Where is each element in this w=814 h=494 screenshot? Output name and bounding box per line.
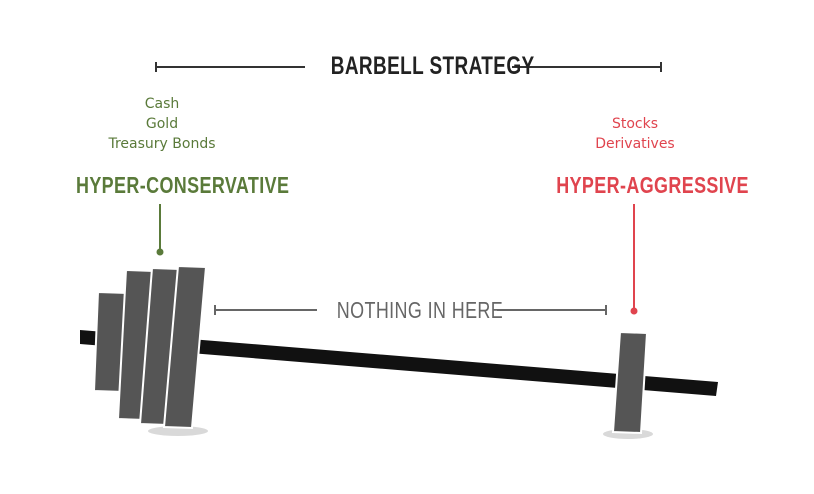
left-asset-item: Gold — [82, 114, 242, 134]
left-asset-item: Treasury Bonds — [82, 134, 242, 154]
right-weight-plate — [613, 332, 647, 433]
left-weight-plates — [94, 266, 206, 428]
left-asset-list: Cash Gold Treasury Bonds — [82, 94, 242, 154]
right-heading: HYPER-AGGRESSIVE — [556, 172, 714, 199]
right-asset-item: Stocks — [555, 114, 715, 134]
left-pointer — [157, 204, 164, 256]
right-pointer-dot — [631, 308, 638, 315]
middle-label: NOTHING IN HERE — [337, 297, 477, 324]
left-heading: HYPER-CONSERVATIVE — [76, 172, 246, 199]
diagram-title: BARBELL STRATEGY — [331, 52, 488, 81]
right-pointer — [631, 204, 638, 315]
right-asset-list: Stocks Derivatives — [555, 114, 715, 154]
left-asset-item: Cash — [82, 94, 242, 114]
right-asset-item: Derivatives — [555, 134, 715, 154]
left-pointer-dot — [157, 249, 164, 256]
